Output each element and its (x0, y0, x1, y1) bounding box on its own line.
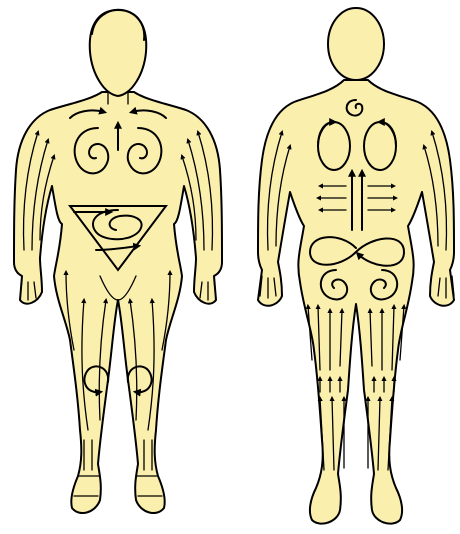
front-figure (14, 10, 222, 513)
back-head (328, 8, 384, 80)
front-head (90, 10, 147, 96)
front-body-outline (14, 92, 222, 513)
back-figure (258, 8, 454, 524)
